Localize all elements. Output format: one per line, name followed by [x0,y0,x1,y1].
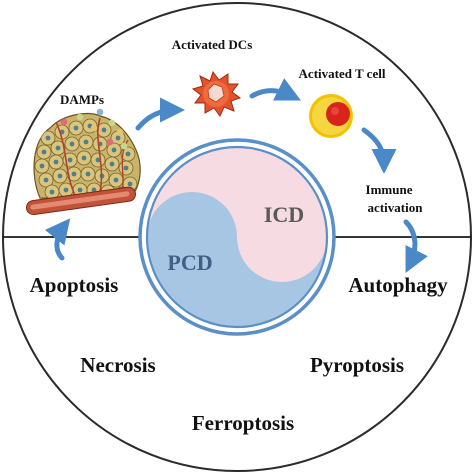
yin-yang-symbol [138,138,336,336]
arrow-tissue-to-dc [135,97,185,131]
pyroptosis-label: Pyroptosis [310,353,404,377]
t-cell-icon [309,94,353,138]
arrow-dc-to-tcell [249,78,301,101]
necrotic-tissue-icon [25,112,141,216]
damps-particles [60,108,128,150]
arrow-tcell-to-immune [361,127,397,174]
arrow-apoptosis-to-tissue [44,218,71,261]
dendritic-cell-icon [191,70,242,117]
pcd-label: PCD [167,250,212,275]
immune-activation-label-line1: Immune [366,182,413,197]
necrosis-label: Necrosis [80,353,155,377]
activated-t-cell-label: Activated T cell [299,66,386,81]
icd-label: ICD [264,202,304,227]
autophagy-label: Autophagy [348,273,448,297]
arrow-immune-to-autophagy [403,219,428,273]
ferroptosis-label: Ferroptosis [192,411,294,435]
icd-region [147,147,327,282]
activated-dcs-label: Activated DCs [172,37,253,52]
damps-label: DAMPs [60,92,104,107]
immune-activation-label-line2: activation [368,200,424,215]
apoptosis-label: Apoptosis [30,273,119,297]
